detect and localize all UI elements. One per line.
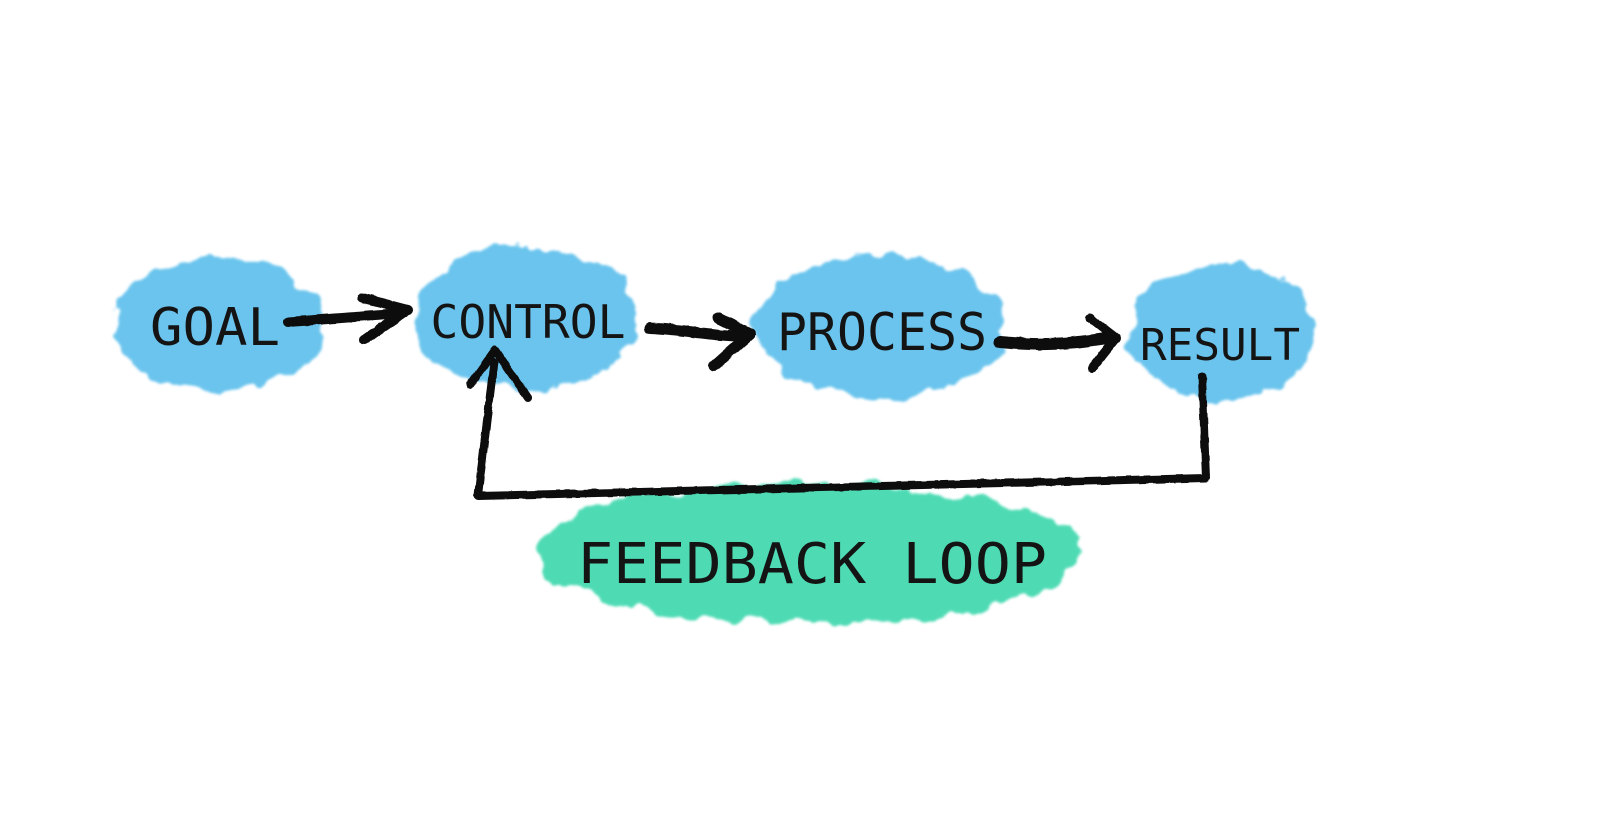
arrowhead-goal-to-control	[357, 293, 413, 345]
arrow-control-to-process	[644, 322, 751, 342]
goal-node-label: GOAL	[150, 298, 280, 358]
arrow-goal-to-control	[283, 309, 400, 327]
feedback-arrow-path	[474, 358, 1210, 500]
arrowhead-control-to-process	[708, 312, 756, 372]
feedback-loop-blob	[533, 483, 1083, 623]
goal-node-blob	[113, 257, 323, 393]
result-node-label: RESULT	[1140, 320, 1300, 371]
arrow-process-to-result	[994, 332, 1114, 351]
control-node-label: CONTROL	[431, 295, 626, 349]
process-node-label: PROCESS	[777, 303, 987, 363]
control-node-blob	[413, 246, 637, 390]
arrowhead-process-to-result	[1085, 313, 1121, 373]
result-node-blob	[1130, 264, 1314, 400]
process-node-blob	[755, 255, 1005, 399]
feedback-arrowhead	[466, 346, 532, 402]
feedback-loop-label: FEEDBACK LOOP	[577, 532, 1047, 597]
